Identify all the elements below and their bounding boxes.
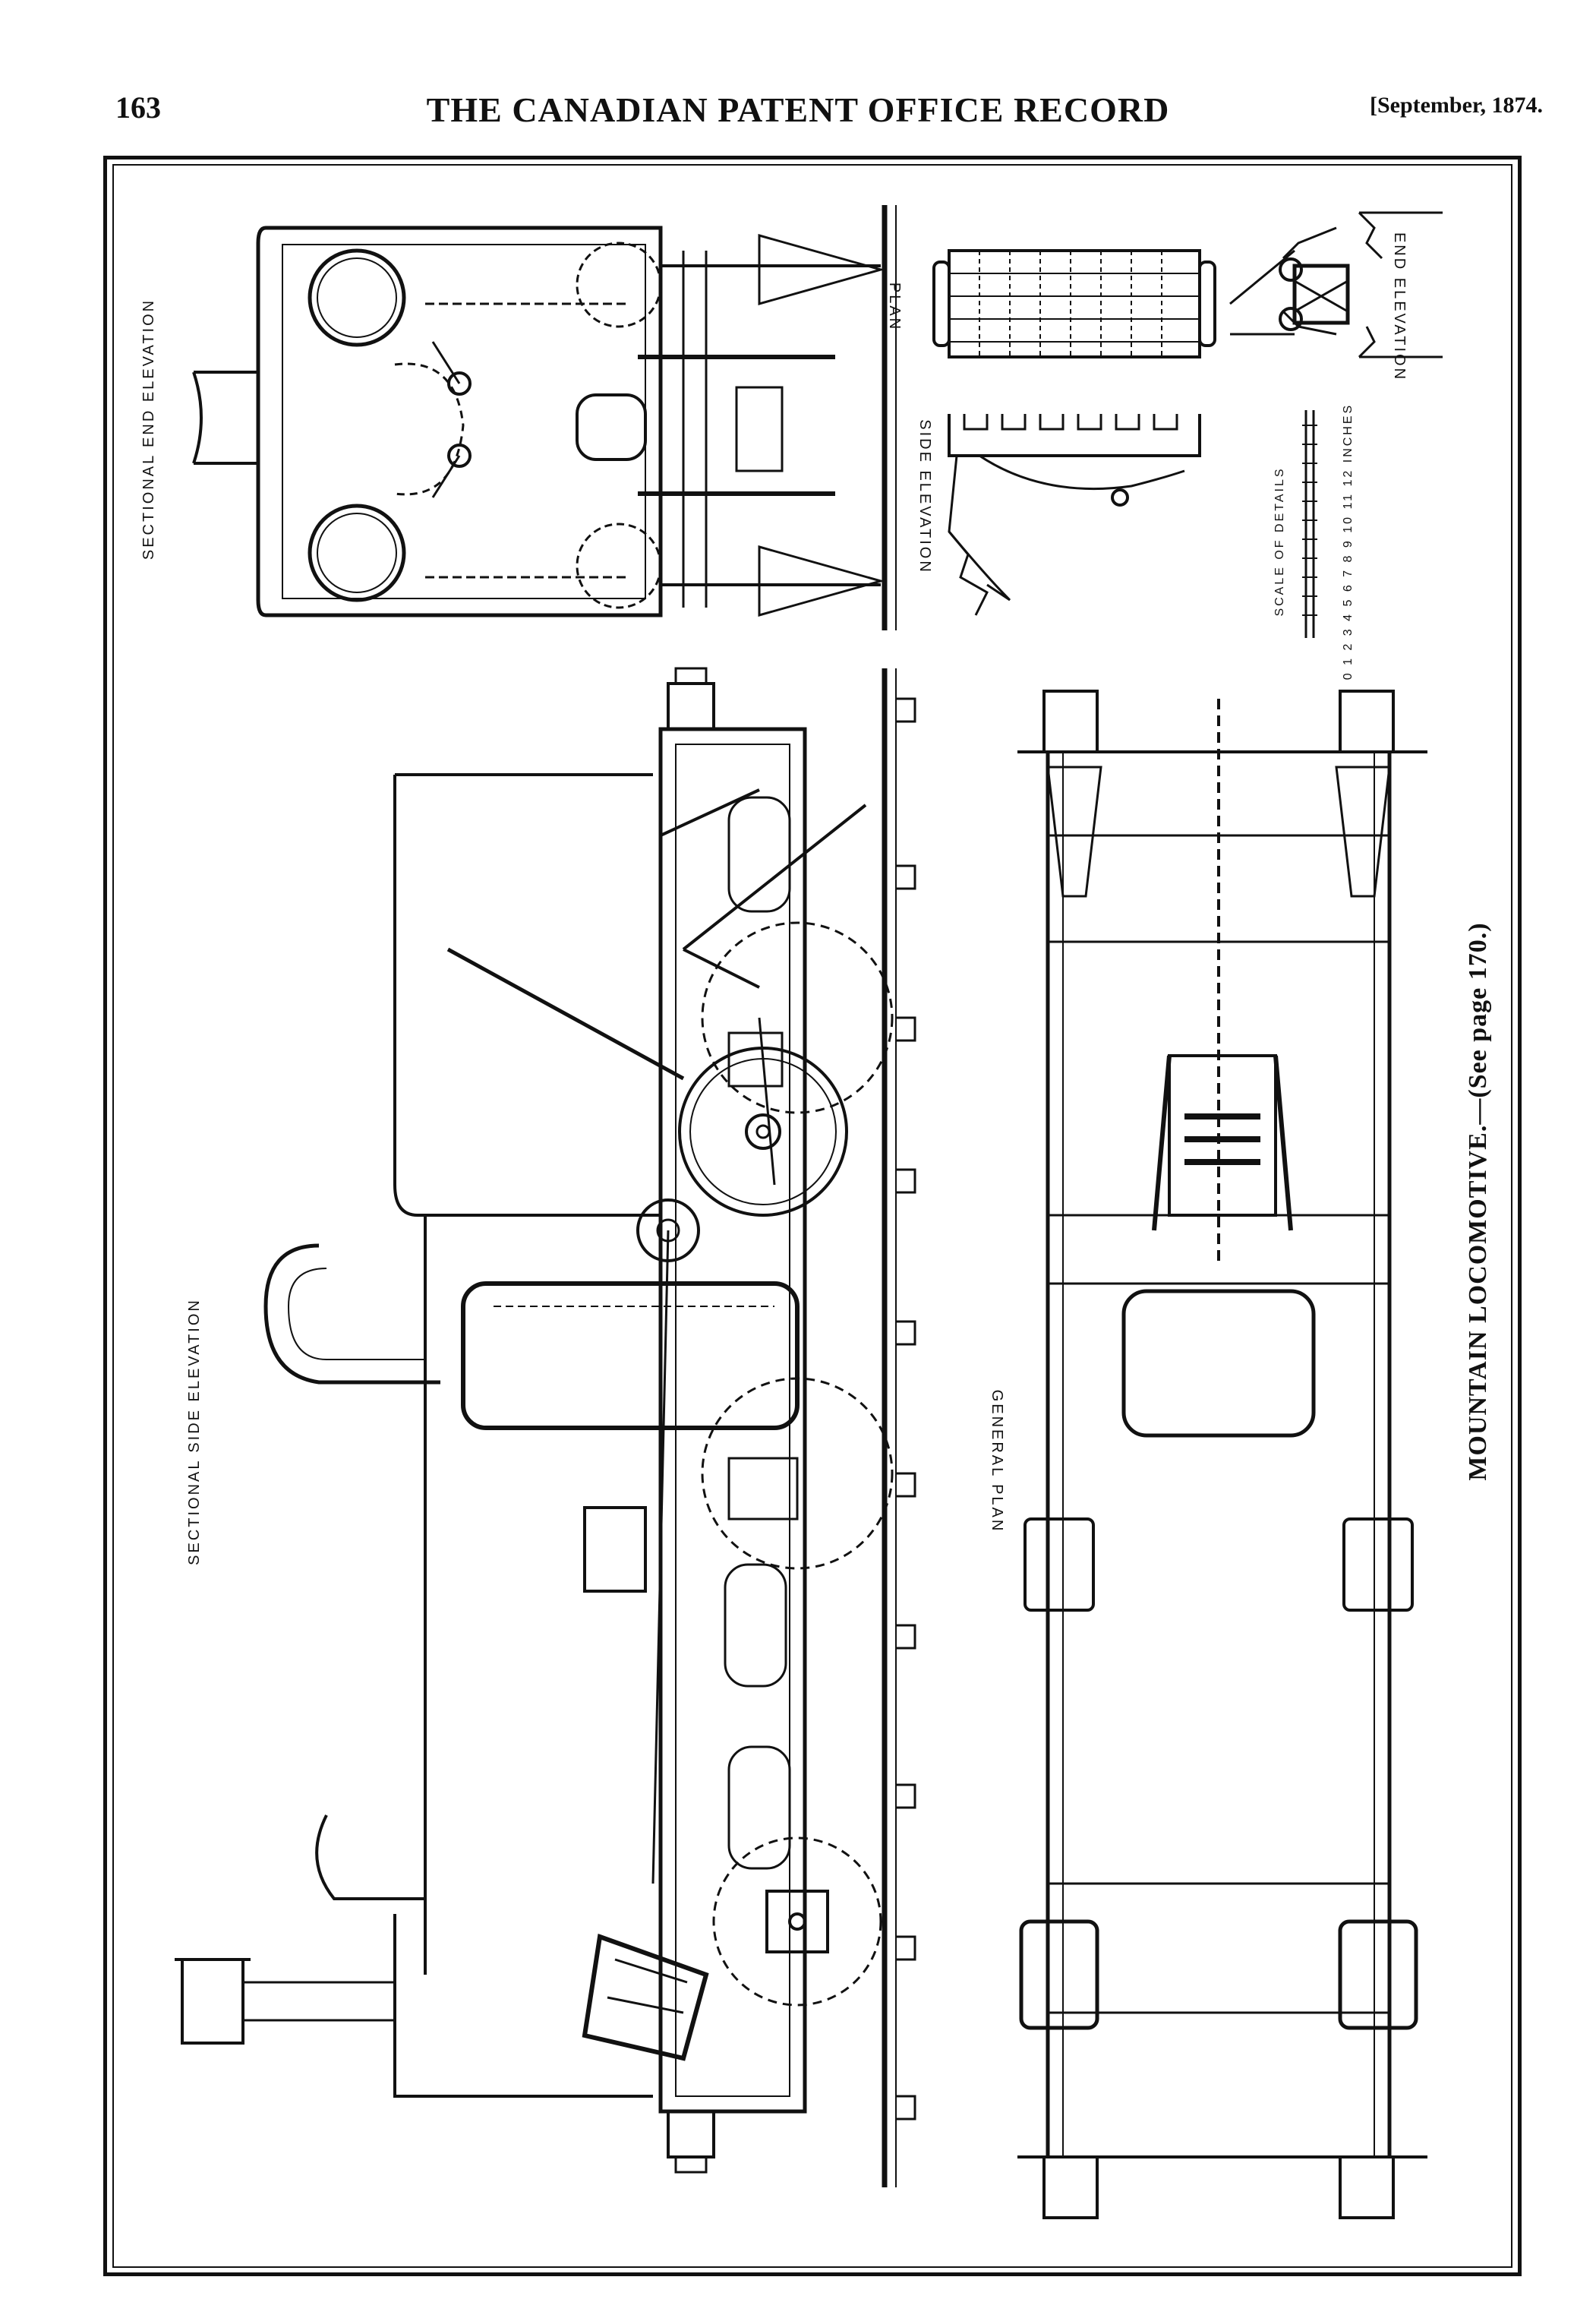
sectional-side-elevation-drawing bbox=[175, 667, 916, 2187]
scale-bar bbox=[1302, 410, 1317, 638]
label-scale-of-details: SCALE OF DETAILS bbox=[1273, 466, 1286, 617]
label-side-elevation: SIDE ELEVATION bbox=[916, 419, 933, 574]
label-plan: PLAN bbox=[886, 282, 903, 332]
label-sectional-side-elevation: SECTIONAL SIDE ELEVATION bbox=[186, 1298, 203, 1565]
detail-plan-drawing bbox=[932, 249, 1216, 358]
label-scale-numbers: 0 1 2 3 4 5 6 7 8 9 10 11 12 INCHES bbox=[1342, 403, 1355, 681]
plate-frame-outer bbox=[103, 156, 1522, 2276]
page-number: 163 bbox=[115, 90, 161, 125]
page-header: 163 THE CANADIAN PATENT OFFICE RECORD [S… bbox=[0, 90, 1596, 143]
detail-side-elevation-drawing bbox=[948, 414, 1201, 616]
label-sectional-end-elevation: SECTIONAL END ELEVATION bbox=[140, 298, 157, 561]
plate-frame-inner bbox=[112, 164, 1512, 2268]
issue-date: [September, 1874. bbox=[1369, 93, 1543, 118]
running-title: THE CANADIAN PATENT OFFICE RECORD bbox=[426, 90, 1170, 129]
plate-caption: MOUNTAIN LOCOMOTIVE.—(See page 170.) bbox=[1464, 922, 1492, 1481]
general-plan-drawing bbox=[1017, 690, 1427, 2219]
end-elevation-detail-drawing bbox=[1229, 211, 1443, 358]
label-end-elevation: END ELEVATION bbox=[1391, 232, 1408, 382]
label-general-plan: GENERAL PLAN bbox=[989, 1389, 1005, 1533]
sectional-end-elevation-drawing bbox=[192, 205, 897, 630]
